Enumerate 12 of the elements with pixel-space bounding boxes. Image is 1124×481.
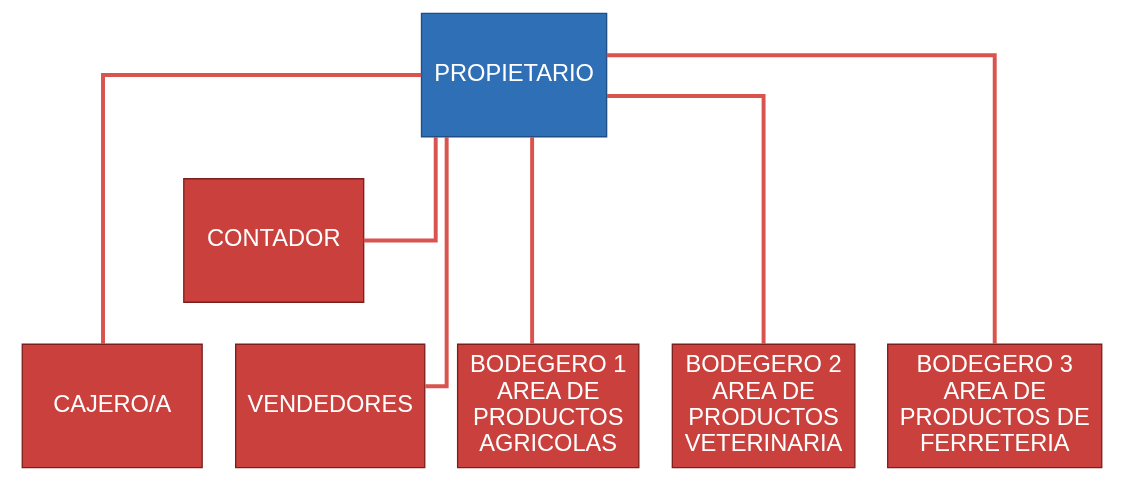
node-box: BODEGERO 3 AREA DE PRODUCTOS DE FERRETERIA xyxy=(887,343,1103,469)
connector xyxy=(530,136,535,344)
connector xyxy=(363,137,438,243)
node-box: BODEGERO 1 AREA DE PRODUCTOS AGRICOLAS xyxy=(456,343,640,469)
connector xyxy=(607,94,766,344)
node-box: VENDEDORES xyxy=(235,343,426,469)
connector xyxy=(606,53,997,345)
node-box: CAJERO/A xyxy=(21,343,203,469)
node-box: CONTADOR xyxy=(183,178,365,303)
node-box: PROPIETARIO xyxy=(420,12,608,138)
node-box: BODEGERO 2 AREA DE PRODUCTOS VETERINARIA xyxy=(671,343,856,469)
connector xyxy=(101,73,422,345)
